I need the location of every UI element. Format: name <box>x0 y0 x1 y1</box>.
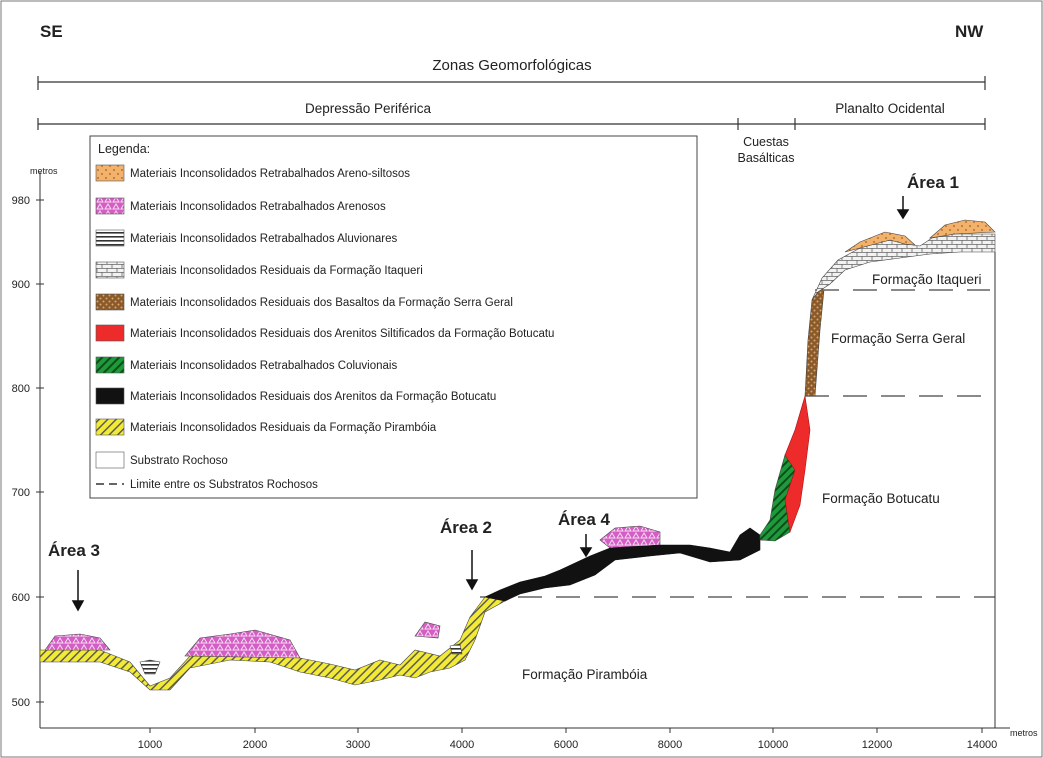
legend-item-6: Materiais Inconsolidados Residuais dos A… <box>130 328 554 340</box>
layer-botucatu-black <box>484 527 761 602</box>
layer-areno-siltosos-orange <box>844 219 996 253</box>
legend-item-9: Materiais Inconsolidados Residuais da Fo… <box>130 422 437 434</box>
y-tick-980: 980 <box>12 195 30 207</box>
profile-layers <box>39 219 996 691</box>
y-tick-700: 700 <box>12 487 30 499</box>
x-axis-unit: metros <box>1010 728 1038 738</box>
formation-serra-geral: Formação Serra Geral <box>831 331 965 346</box>
legend-swatch-substrato <box>95 451 125 469</box>
x-tick-12000: 12000 <box>862 739 893 751</box>
zones-bracket-bottom <box>37 118 986 130</box>
zone-cuestas-basalticas-line2: Basálticas <box>738 151 795 165</box>
legend-box: Legenda: Materiais Inconsolidados Retrab… <box>89 135 698 499</box>
zone-depressao-periferica: Depressão Periférica <box>305 101 432 116</box>
x-tick-14000: 14000 <box>967 739 998 751</box>
legend-title: Legenda: <box>98 142 150 156</box>
formation-botucatu: Formação Botucatu <box>822 491 940 506</box>
x-tick-3000: 3000 <box>346 739 370 751</box>
legend-item-11: Limite entre os Substratos Rochosos <box>130 479 318 491</box>
legend-swatch-areno-siltosos <box>95 164 125 182</box>
layer-botucatu-red <box>784 395 811 534</box>
zones-title: Zonas Geomorfológicas <box>432 57 591 74</box>
zones-bracket-top <box>37 76 986 90</box>
legend-swatches <box>95 164 125 485</box>
formation-piramboia: Formação Pirambóia <box>522 667 648 682</box>
legend-swatch-siltificados <box>95 324 125 342</box>
legend-item-10: Substrato Rochoso <box>130 455 228 467</box>
orientation-se-label: SE <box>40 22 63 41</box>
y-tick-900: 900 <box>12 279 30 291</box>
legend-swatch-arenosos <box>95 197 125 215</box>
x-tick-4000: 4000 <box>450 739 474 751</box>
layer-arenosos-magenta <box>44 525 661 659</box>
layer-aluvionares <box>139 643 463 675</box>
x-tick-labels: 1000 2000 3000 4000 6000 8000 10000 1200… <box>138 739 998 751</box>
legend-item-4: Materiais Inconsolidados Residuais da Fo… <box>130 265 423 277</box>
area-2-label: Área 2 <box>440 518 492 537</box>
legend-item-8: Materiais Inconsolidados Residuais dos A… <box>130 391 496 403</box>
area-arrows <box>71 196 910 612</box>
y-axis-unit: metros <box>30 166 58 176</box>
y-tick-labels: 980 900 800 700 600 500 <box>12 195 30 709</box>
x-tick-6000: 6000 <box>554 739 578 751</box>
legend-item-7: Materiais Inconsolidados Retrabalhados C… <box>130 360 397 372</box>
x-tick-1000: 1000 <box>138 739 162 751</box>
y-tick-800: 800 <box>12 383 30 395</box>
legend-item-3: Materiais Inconsolidados Retrabalhados A… <box>130 233 397 245</box>
formation-boundaries <box>480 289 995 598</box>
axes <box>36 172 1010 733</box>
legend-swatch-aluvionares <box>95 229 125 247</box>
area-4-label: Área 4 <box>558 510 611 529</box>
legend-item-5: Materiais Inconsolidados Residuais dos B… <box>130 297 513 309</box>
y-tick-600: 600 <box>12 592 30 604</box>
x-tick-8000: 8000 <box>658 739 682 751</box>
zone-planalto-ocidental: Planalto Ocidental <box>835 101 945 116</box>
formation-labels: Formação Itaqueri Formação Serra Geral F… <box>522 272 982 682</box>
legend-swatch-botucatu <box>95 387 125 405</box>
area-1-label: Área 1 <box>907 173 959 192</box>
x-tick-2000: 2000 <box>243 739 267 751</box>
legend-swatch-itaqueri <box>95 261 125 279</box>
legend-item-1: Materiais Inconsolidados Retrabalhados A… <box>130 168 410 180</box>
legend-labels: Materiais Inconsolidados Retrabalhados A… <box>130 168 554 491</box>
legend-item-2: Materiais Inconsolidados Retrabalhados A… <box>130 201 386 213</box>
legend-swatch-coluvionais <box>95 356 125 374</box>
formation-itaqueri: Formação Itaqueri <box>872 272 982 287</box>
area-markers: Área 1 Área 2 Área 3 Área 4 <box>48 173 959 560</box>
x-tick-10000: 10000 <box>758 739 789 751</box>
area-3-label: Área 3 <box>48 541 100 560</box>
legend-swatch-piramboia <box>95 418 125 436</box>
y-tick-500: 500 <box>12 697 30 709</box>
legend-swatch-serra-geral <box>95 293 125 311</box>
zone-cuestas-basalticas-line1: Cuestas <box>743 135 789 149</box>
orientation-nw-label: NW <box>955 22 984 41</box>
